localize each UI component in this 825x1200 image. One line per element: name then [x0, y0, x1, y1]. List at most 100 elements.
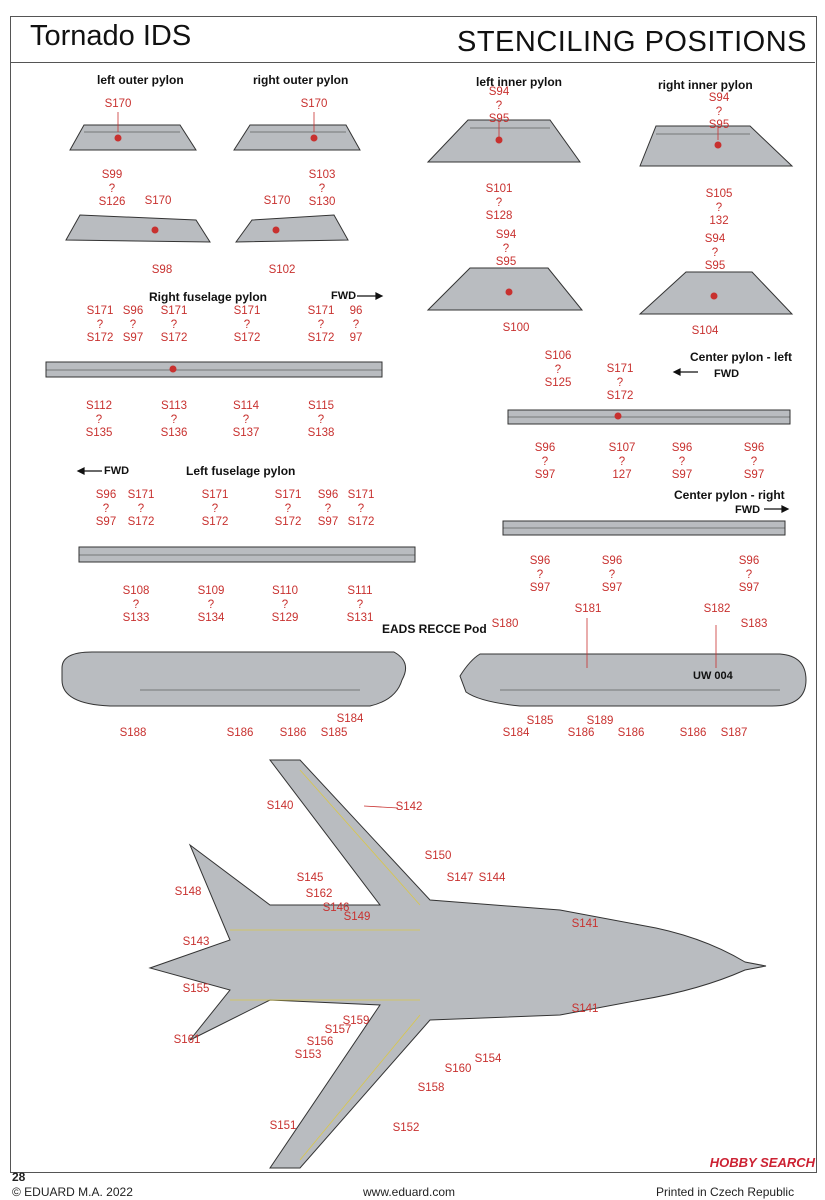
stencil-callout-c82: S160 [445, 1063, 472, 1077]
callout-line: S97 [95, 516, 117, 528]
stencil-callout-c8: S102 [269, 264, 296, 278]
callout-line: S145 [296, 872, 324, 884]
fwd-center-right: FWD [735, 504, 761, 516]
fwd-right-fuselage: FWD [331, 290, 357, 302]
stencil-callout-c41: S110?S129 [272, 585, 299, 626]
callout-line: S134 [197, 612, 225, 624]
callout-line: S130 [308, 196, 336, 208]
callout-line: S172 [606, 390, 634, 402]
callout-line: S94 [488, 86, 510, 98]
callout-line: S142 [395, 801, 423, 813]
callout-line: S181 [574, 603, 602, 615]
stencil-callout-c75: S141 [572, 1003, 599, 1017]
callout-line: S155 [182, 983, 210, 995]
page-title: Tornado IDS [30, 20, 192, 52]
callout-line: S111 [347, 585, 373, 597]
stencil-callout-c40: S109?S134 [198, 585, 225, 626]
callout-line: S96 [534, 442, 556, 454]
callout-line: S186 [226, 727, 254, 739]
stencil-callout-c43: S96?S97 [530, 555, 550, 596]
stencil-callout-c51: S181 [575, 603, 602, 617]
label-right-inner-pylon: right inner pylon [658, 78, 753, 92]
callout-line: ? [318, 182, 326, 195]
stencil-callout-c4: S98 [152, 264, 172, 278]
stencil-callout-c22: 96?97 [350, 305, 363, 346]
printed-in: Printed in Czech Republic [656, 1185, 795, 1199]
pod-code: UW 004 [693, 670, 733, 682]
callout-line: S184 [502, 727, 530, 739]
stencil-callout-c77: S157 [325, 1024, 352, 1038]
callout-line: S156 [306, 1036, 334, 1048]
callout-line: S189 [586, 715, 614, 727]
stencil-callout-c1: S170 [105, 98, 132, 112]
stencil-callout-c23: S112?S135 [86, 400, 113, 441]
right-inner-pylon-bottom [638, 271, 794, 315]
callout-line: ? [616, 376, 624, 389]
callout-line: ? [95, 413, 103, 426]
callout-line: S129 [271, 612, 299, 624]
callout-line: S140 [266, 800, 294, 812]
callout-line: S97 [122, 332, 144, 344]
stencil-callout-c27: S106?S125 [545, 350, 572, 391]
stencil-callout-c69: S162 [306, 888, 333, 902]
stencil-callout-c60: S186 [680, 727, 707, 741]
label-center-pylon-left: Center pylon - left [690, 350, 793, 364]
copyright: © EDUARD M.A. 2022 [12, 1185, 133, 1199]
label-recce-pod: EADS RECCE Pod [382, 622, 487, 636]
callout-line: ? [317, 413, 325, 426]
stencil-callout-c24: S113?S136 [161, 400, 188, 441]
website: www.eduard.com [363, 1185, 456, 1199]
callout-line: ? [96, 318, 104, 331]
callout-line: S96 [317, 489, 339, 501]
stencil-callout-c37: S96?S97 [318, 489, 338, 530]
callout-line: ? [495, 99, 503, 112]
callout-line: ? [102, 502, 110, 515]
stencil-callout-c81: S154 [475, 1053, 502, 1067]
callout-line: ? [243, 318, 251, 331]
callout-line: S96 [601, 555, 623, 567]
stencil-callout-c84: S151 [270, 1120, 297, 1134]
callout-line: S171 [274, 489, 302, 501]
callout-line: 132 [709, 215, 729, 227]
callout-line: S95 [488, 113, 510, 125]
stencil-callout-c76: S159 [343, 1015, 370, 1029]
stencil-callout-c25: S114?S137 [233, 400, 260, 441]
stencil-callout-c49: S186 [280, 727, 307, 741]
callout-line: S102 [268, 264, 296, 276]
callout-line: S94 [704, 233, 726, 245]
callout-line: S96 [122, 305, 144, 317]
stencil-callout-c71: S149 [344, 911, 371, 925]
stencil-callout-c59: S186 [618, 727, 645, 741]
callout-line: ? [352, 318, 360, 331]
callout-line: ? [750, 455, 758, 468]
stencil-callout-c65: S147 [447, 872, 474, 886]
callout-line: S186 [617, 727, 645, 739]
stencil-callout-c72: S141 [572, 918, 599, 932]
callout-line: S108 [122, 585, 150, 597]
callout-line: S170 [104, 98, 132, 110]
stencil-callout-c61: S187 [721, 727, 748, 741]
right-fuselage-pylon [45, 361, 383, 378]
callout-line: S104 [691, 325, 719, 337]
callout-line: ? [207, 598, 215, 611]
callout-line: S94 [495, 229, 517, 241]
stencil-callout-c47: S188 [120, 727, 147, 741]
label-left-fuselage-pylon: Left fuselage pylon [186, 464, 296, 478]
callout-line: S114 [232, 400, 260, 412]
stencil-callout-c79: S161 [174, 1034, 201, 1048]
stencil-callout-c21: S171?S172 [308, 305, 335, 346]
callout-line: S188 [119, 727, 147, 739]
stencil-callout-c53: S180 [492, 618, 519, 632]
recce-pod-left [61, 651, 407, 707]
callout-line: ? [108, 182, 116, 195]
callout-line: S109 [197, 585, 225, 597]
label-center-pylon-right: Center pylon - right [674, 488, 785, 502]
stencil-callout-c83: S158 [418, 1082, 445, 1096]
callout-line: S157 [324, 1024, 352, 1036]
right-outer-pylon-bottom [235, 214, 349, 243]
callout-line: S96 [529, 555, 551, 567]
stencil-callout-c78: S156 [307, 1036, 334, 1050]
callout-line: S158 [417, 1082, 445, 1094]
callout-line: ? [170, 318, 178, 331]
stencil-callout-c20: S171?S172 [234, 305, 261, 346]
